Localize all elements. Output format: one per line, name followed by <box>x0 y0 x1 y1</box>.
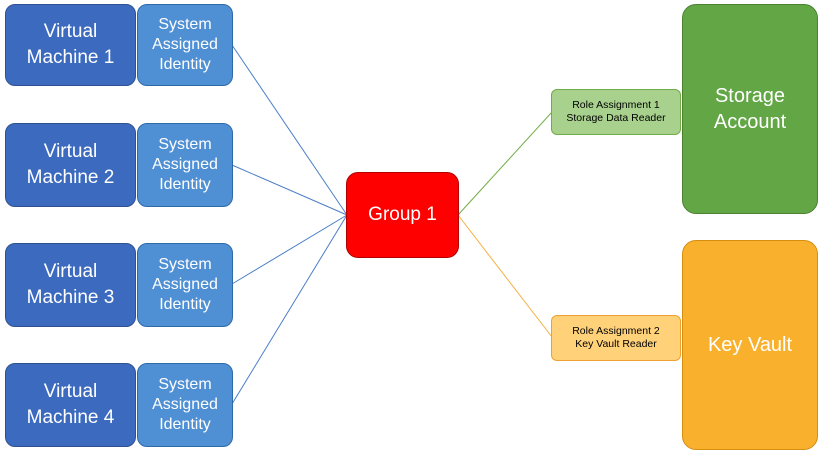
virtual-machine-2: Virtual Machine 2 <box>5 123 136 207</box>
storage-account: Storage Account <box>682 4 818 214</box>
group-1-label: Group 1 <box>368 204 437 225</box>
key-vault-label: Key Vault <box>707 333 793 356</box>
system-assigned-identity-1: System Assigned Identity <box>137 4 233 86</box>
system-assigned-identity-4: System Assigned Identity <box>137 363 233 447</box>
system-assigned-identity-2: System Assigned Identity <box>137 123 233 207</box>
link-identity-3-group <box>231 214 348 285</box>
role-assignment-2-label: Role Assignment 2 Key Vault Reader <box>572 325 660 350</box>
identity-2-label: System Assigned Identity <box>152 136 218 193</box>
system-assigned-identity-3: System Assigned Identity <box>137 243 233 327</box>
virtual-machine-1-label: Virtual Machine 1 <box>26 21 115 68</box>
virtual-machine-3-label: Virtual Machine 3 <box>26 261 115 308</box>
link-identity-1-group <box>231 44 348 216</box>
virtual-machine-4-label: Virtual Machine 4 <box>26 381 115 428</box>
key-vault: Key Vault <box>682 240 818 450</box>
group-1: Group 1 <box>346 172 459 258</box>
link-group-role-1 <box>457 111 553 216</box>
role-assignment-1-label: Role Assignment 1 Storage Data Reader <box>566 99 666 124</box>
virtual-machine-1: Virtual Machine 1 <box>5 4 136 86</box>
role-assignment-2: Role Assignment 2 Key Vault Reader <box>551 315 681 361</box>
virtual-machine-4: Virtual Machine 4 <box>5 363 136 447</box>
identity-4-label: System Assigned Identity <box>152 376 218 433</box>
storage-account-label: Storage Account <box>713 85 787 133</box>
virtual-machine-2-label: Virtual Machine 2 <box>26 141 115 188</box>
identity-1-label: System Assigned Identity <box>152 16 218 73</box>
link-group-role-2 <box>457 214 553 338</box>
virtual-machine-3: Virtual Machine 3 <box>5 243 136 327</box>
link-identity-4-group <box>231 214 348 405</box>
link-identity-2-group <box>231 164 348 216</box>
identity-3-label: System Assigned Identity <box>152 256 218 313</box>
role-assignment-1: Role Assignment 1 Storage Data Reader <box>551 89 681 135</box>
